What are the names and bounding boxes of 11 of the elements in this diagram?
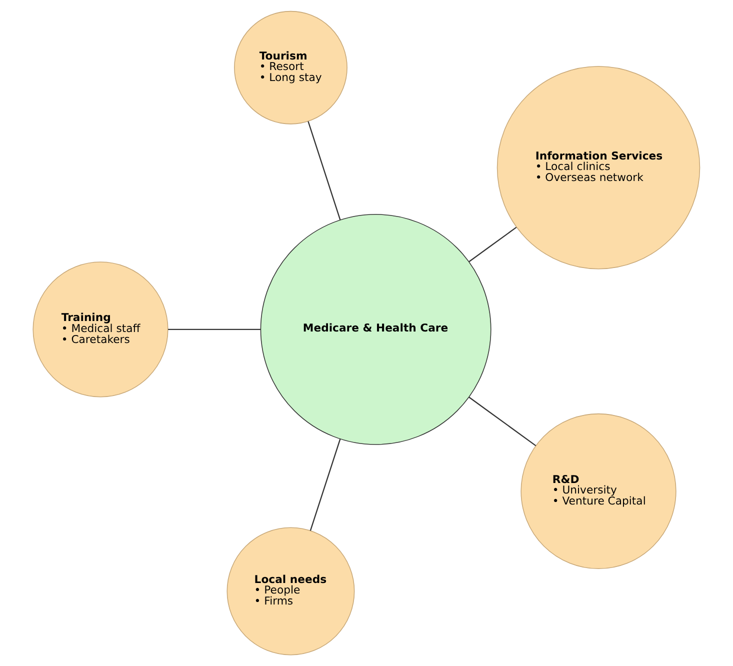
connector: [168, 328, 261, 330]
node-circle: Information Services • Local clinics • Overseas network: [496, 66, 700, 270]
node-circle: Training • Medical staff • Caretakers: [32, 262, 168, 398]
connector: [468, 226, 517, 262]
node-circle: Local needs • People • Firms: [226, 527, 355, 656]
connector: [308, 121, 341, 220]
connector: [468, 396, 536, 446]
connector: [310, 438, 341, 531]
node-circle: Medicare & Health Care: [260, 214, 492, 445]
node-circle: R&D • University • Venture Capital: [520, 413, 676, 570]
node-circle: Tourism • Resort • Long stay: [234, 10, 348, 124]
